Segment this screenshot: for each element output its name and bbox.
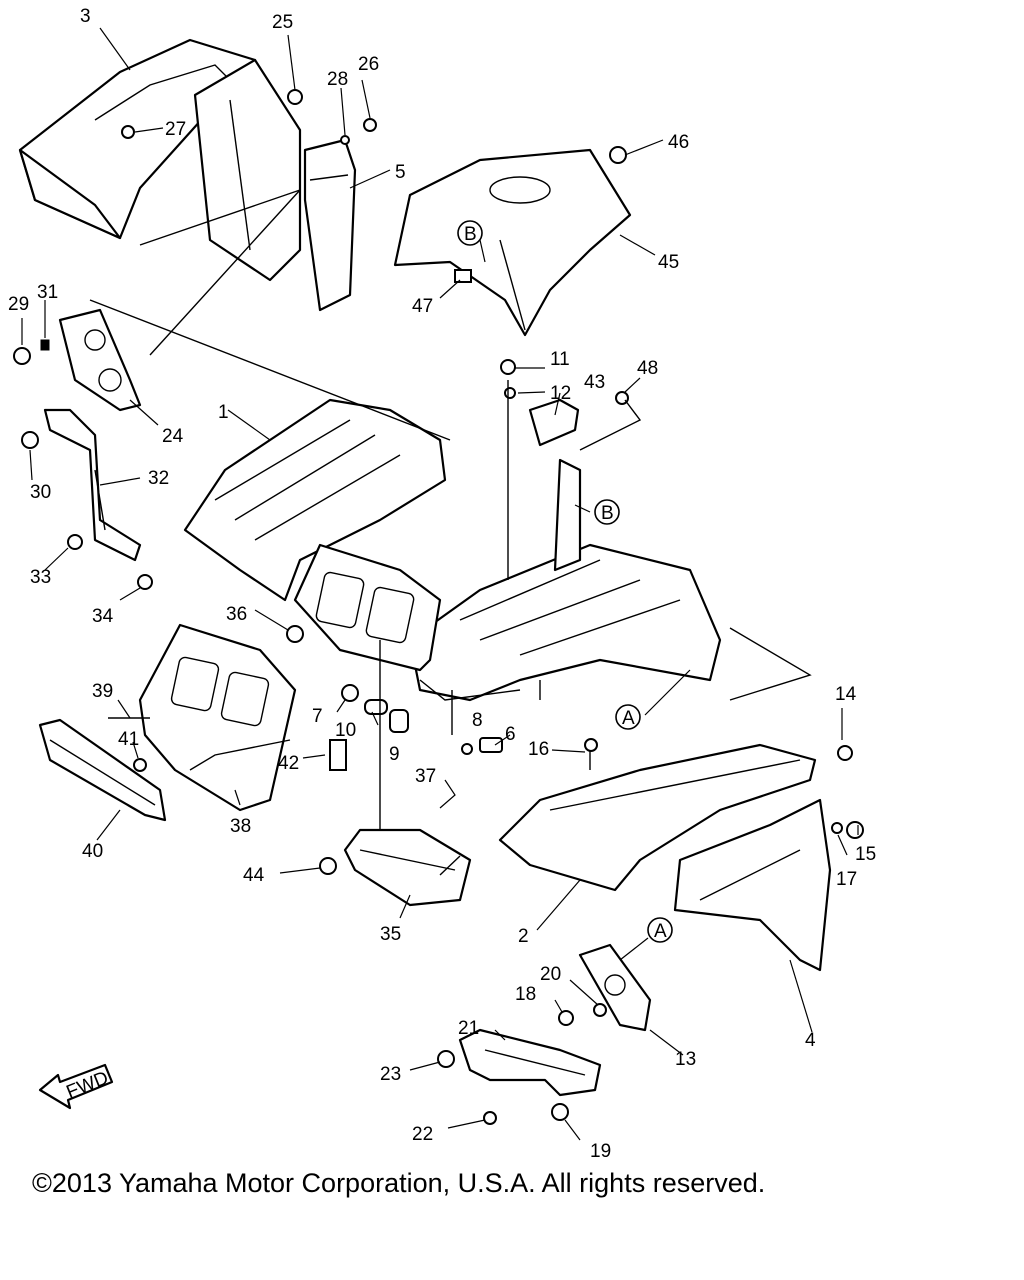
callout: 5 (395, 162, 406, 183)
callout: 28 (327, 69, 348, 90)
callout: 22 (412, 1124, 433, 1145)
callout: 4 (805, 1030, 816, 1051)
part-24-plate (58, 308, 142, 412)
callout: 13 (675, 1049, 696, 1070)
callout: 21 (458, 1018, 479, 1039)
callout: 39 (92, 681, 113, 702)
part-1-rear-fender (183, 398, 447, 602)
part-4-inner-fender (673, 798, 832, 972)
callout: 40 (82, 841, 103, 862)
callout: 7 (312, 706, 323, 727)
callout: 35 (380, 924, 401, 945)
callout: 48 (637, 358, 658, 379)
callout: 41 (118, 729, 139, 750)
callout: 26 (358, 54, 379, 75)
ref-b-label: B (601, 503, 614, 524)
part-2-front-fender (498, 743, 817, 892)
callout: 46 (668, 132, 689, 153)
callout: 31 (37, 282, 58, 303)
callout: 11 (550, 349, 570, 370)
part-21-stay (458, 1028, 602, 1097)
callout: 42 (278, 753, 299, 774)
callout: 34 (92, 606, 114, 627)
callout: 36 (226, 604, 247, 625)
part-3-cover (18, 38, 302, 282)
callout: 18 (515, 984, 536, 1005)
callout: 30 (30, 482, 51, 503)
callout: 38 (230, 816, 251, 837)
front-fender-body (408, 458, 722, 702)
callout: 29 (8, 294, 29, 315)
callout: 1 (218, 402, 229, 423)
ref-markers: B B A A (457, 220, 673, 943)
part-38-bezel (138, 623, 297, 812)
callout: 43 (584, 372, 605, 393)
callout: 10 (335, 720, 356, 741)
callout: 2 (518, 926, 529, 947)
callout: 20 (540, 964, 561, 985)
headlight-housing (293, 543, 442, 672)
callout: 12 (550, 383, 571, 404)
callout: 47 (412, 296, 433, 317)
ref-a-label: A (654, 921, 667, 942)
callout: 8 (472, 710, 483, 731)
part-45-console (393, 148, 632, 337)
callout: 27 (165, 119, 186, 140)
callout: 14 (835, 684, 857, 705)
leader-lines (21, 27, 859, 1141)
callout: 17 (836, 869, 857, 890)
callout: 25 (272, 12, 293, 33)
callout: 9 (389, 744, 400, 765)
callout: 32 (148, 468, 169, 489)
callout: 24 (162, 426, 184, 447)
callout: 23 (380, 1064, 401, 1085)
callout: 37 (415, 766, 436, 787)
part-13-plate (578, 943, 652, 1032)
part-32-stay (43, 408, 142, 562)
fwd-arrow-icon: FWD (38, 1063, 114, 1110)
callout-labels: 1 2 3 4 5 6 7 8 9 10 11 12 13 14 15 16 1… (8, 6, 876, 1162)
parts-diagram: FWD (8, 6, 876, 1162)
part-40-bumper (38, 718, 167, 822)
callout: 19 (590, 1141, 611, 1162)
callout: 16 (528, 739, 549, 760)
callout: 45 (658, 252, 679, 273)
ref-b-label: B (464, 224, 477, 245)
callout: 15 (855, 844, 876, 865)
callout: 44 (243, 865, 265, 886)
part-5-shield (303, 138, 357, 312)
callout: 33 (30, 567, 51, 588)
part-35-skid-plate (343, 828, 472, 907)
callout: 3 (80, 6, 91, 27)
ref-a-label: A (622, 708, 635, 729)
hardware (13, 89, 864, 1125)
callout: 6 (505, 724, 516, 745)
copyright-notice: ©2013 Yamaha Motor Corporation, U.S.A. A… (32, 1168, 766, 1198)
